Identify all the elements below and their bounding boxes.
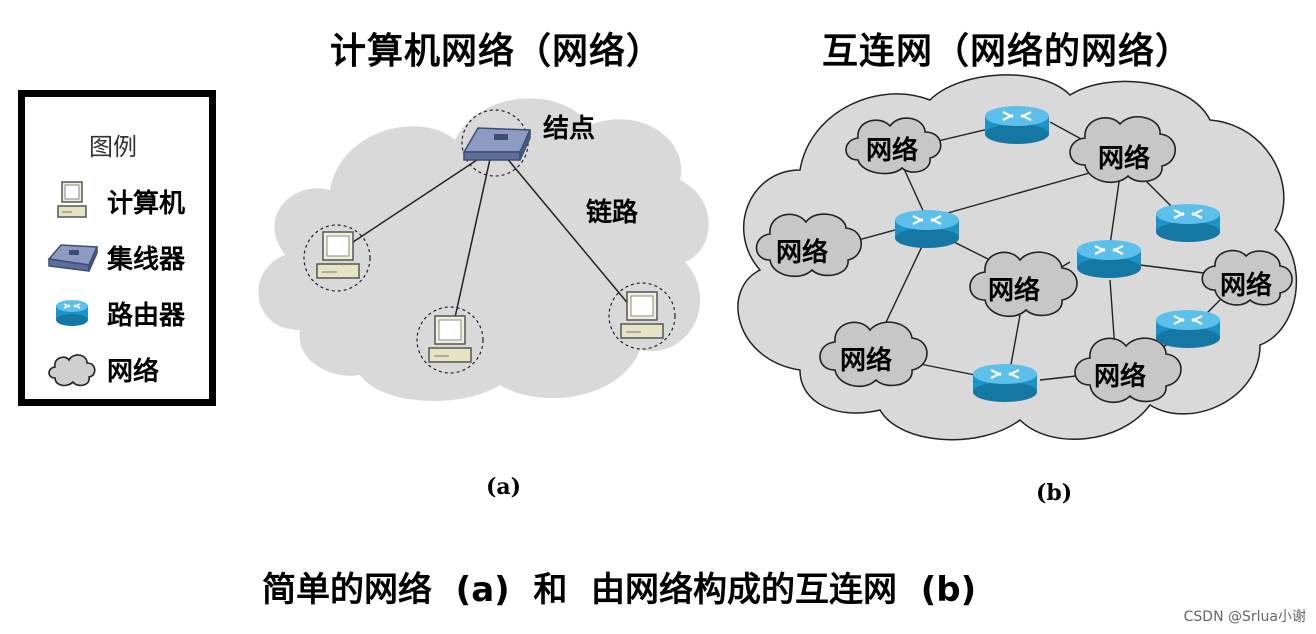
network-label: 网络: [840, 346, 893, 376]
legend-item-computer: 计算机: [45, 179, 220, 223]
network-label: 网络: [988, 276, 1041, 306]
cloud-icon: [45, 347, 99, 391]
legend-item-hub: 集线器: [45, 235, 220, 279]
link-label: 链路: [586, 198, 639, 228]
legend-item-label: 集线器: [107, 244, 186, 275]
router-icon: [1156, 204, 1220, 242]
computer-icon: [45, 179, 99, 223]
figure-caption: 简单的网络 (a) 和 由网络构成的互连网 (b): [262, 570, 977, 610]
router-icon: [985, 106, 1049, 144]
network-label: 网络: [866, 136, 919, 166]
router-icon: [1156, 310, 1220, 348]
computer-icon: [428, 315, 472, 363]
left-diagram-title: 计算机网络（网络）: [330, 31, 664, 72]
computer-icon: [620, 291, 664, 339]
legend-item-router: 路由器: [45, 291, 220, 335]
legend-item-label: 计算机: [107, 188, 186, 219]
router-icon: [973, 364, 1037, 402]
watermark: CSDN @Srlua小谢: [1183, 609, 1306, 625]
network-label: 网络: [1098, 144, 1151, 174]
router-icon: [45, 291, 99, 335]
network-label: 网络: [1220, 271, 1273, 301]
router-icons: [895, 106, 1220, 402]
network-label: 网络: [776, 238, 829, 268]
legend: 图例 计算机 集线器: [18, 90, 216, 406]
legend-item-network: 网络: [45, 347, 220, 391]
legend-item-label: 网络: [107, 356, 160, 387]
router-icon: [1077, 240, 1141, 278]
legend-title: 图例: [89, 133, 137, 161]
sublabel-b: (b): [1036, 480, 1073, 506]
hub-icon: [462, 127, 532, 161]
sublabel-a: (a): [486, 474, 522, 500]
node-label: 结点: [543, 114, 596, 144]
network-clouds: [755, 116, 1293, 404]
left-network-cloud: [258, 98, 709, 402]
legend-item-label: 路由器: [107, 300, 186, 331]
computer-icon: [316, 231, 360, 279]
hub-icon: [45, 235, 99, 279]
network-label: 网络: [1094, 362, 1147, 392]
router-icon: [895, 210, 959, 248]
right-diagram-title: 互连网（网络的网络）: [822, 31, 1193, 72]
